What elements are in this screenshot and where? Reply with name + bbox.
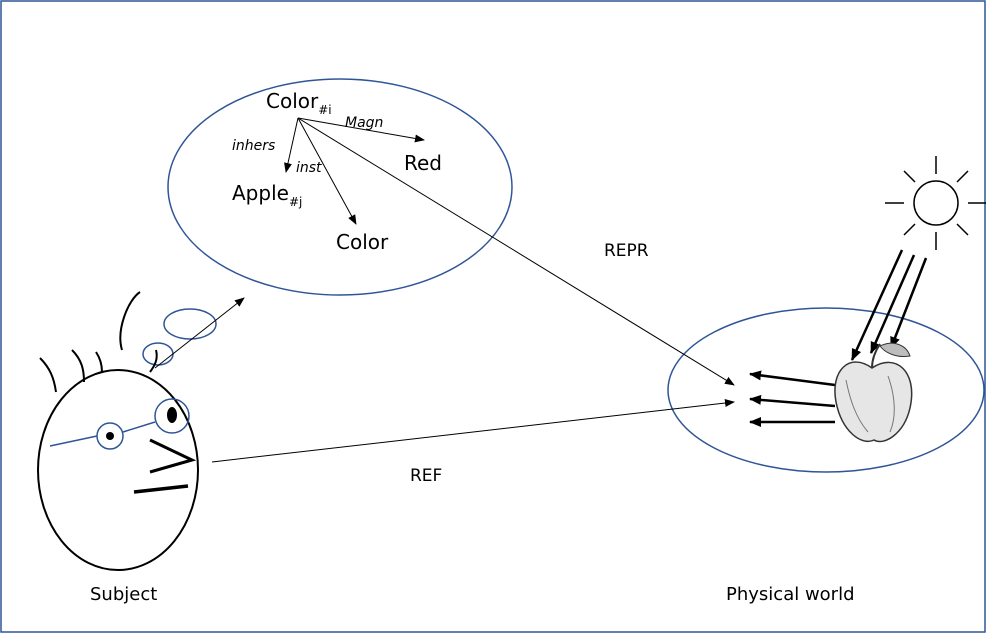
apple-icon [834,342,913,443]
thought-ellipse [167,78,513,296]
apple-concept-label: Apple#j [232,181,302,209]
sun-icon [885,156,986,250]
inhers-arrow [284,117,299,173]
color-concept-label: Color#i [266,89,332,117]
magn-arrow [297,117,425,143]
inst-label: inst [296,160,322,176]
light-rays [850,249,928,361]
inst-arrow [297,117,357,225]
inhers-label: inhers [232,138,275,154]
physical-world-caption: Physical world [726,584,855,605]
color-label: Color [336,230,389,254]
magn-label: Magn [345,115,383,131]
ref-label: REF [410,466,442,486]
physical-world-ellipse [667,307,985,473]
repr-arrow [297,117,735,386]
subject-caption: Subject [90,584,157,605]
reflected-rays [749,370,836,427]
red-label: Red [404,151,442,175]
thought-bubble-large [163,308,217,340]
repr-label: REPR [604,241,649,261]
thought-arrow [154,297,245,369]
face-icon [37,291,199,571]
ref-arrow [211,399,735,463]
thought-bubble-small [142,342,174,366]
